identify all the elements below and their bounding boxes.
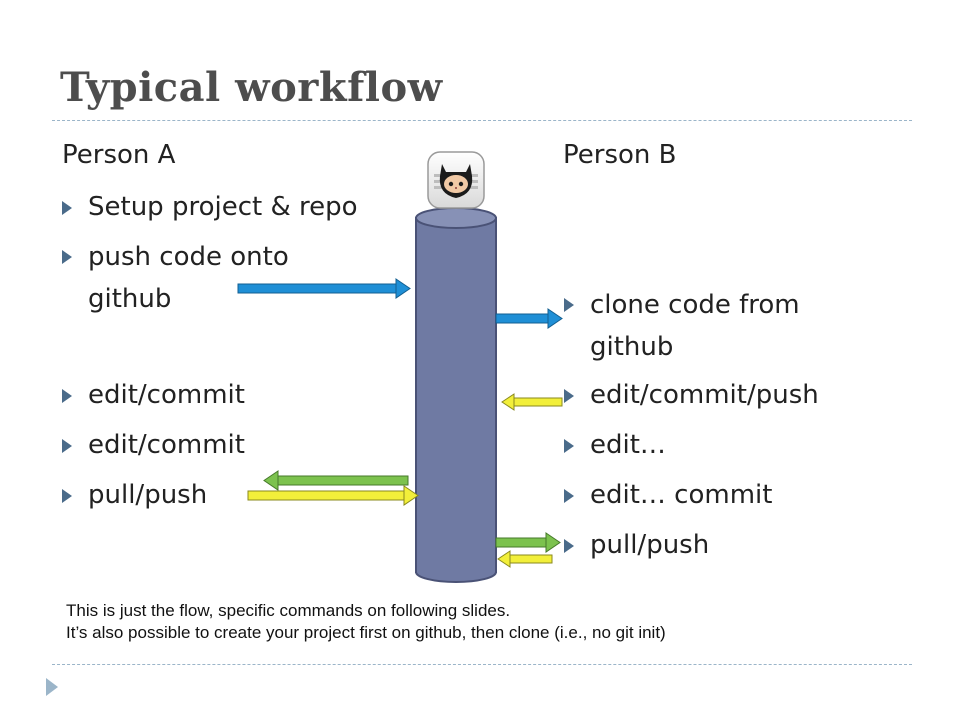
person-b-item-1: clone code from github <box>590 290 800 362</box>
footer-divider <box>52 664 912 665</box>
arrow-push-b-2 <box>497 550 553 568</box>
bullet-icon <box>564 389 574 403</box>
arrow-push-a-2 <box>247 485 419 506</box>
arrow-clone-b <box>495 308 563 329</box>
arrow-push-a <box>237 278 411 299</box>
arrow-push-b <box>501 393 563 411</box>
github-octocat-icon <box>427 151 485 209</box>
bullet-icon <box>62 489 72 503</box>
arrow-pull-b <box>495 532 561 553</box>
person-b-item-2: edit/commit/push <box>590 380 819 410</box>
person-b-item-4: edit… commit <box>590 480 773 510</box>
bullet-icon <box>62 250 72 264</box>
person-a-item-3: edit/commit <box>88 380 245 410</box>
person-a-item-2: push code onto github <box>88 242 289 314</box>
person-a-heading: Person A <box>62 140 176 170</box>
arrow-pull-a <box>263 470 409 491</box>
bullet-icon <box>564 298 574 312</box>
person-b-item-5: pull/push <box>590 530 710 560</box>
bullet-icon <box>564 489 574 503</box>
footnote: This is just the flow, specific commands… <box>66 600 666 644</box>
person-a-item-5: pull/push <box>88 480 208 510</box>
footnote-line-2: It’s also possible to create your projec… <box>66 623 666 642</box>
bullet-icon <box>62 201 72 215</box>
slide-marker-icon <box>46 678 58 696</box>
footnote-line-1: This is just the flow, specific commands… <box>66 601 511 620</box>
person-a-item-4: edit/commit <box>88 430 245 460</box>
person-b-heading: Person B <box>563 140 677 170</box>
bullet-icon <box>564 439 574 453</box>
person-a-item-1: Setup project & repo <box>88 192 358 222</box>
person-b-item-3: edit… <box>590 430 666 460</box>
slide-title: Typical workflow <box>60 64 443 111</box>
bullet-icon <box>62 439 72 453</box>
bullet-icon <box>62 389 72 403</box>
title-divider <box>52 120 912 121</box>
bullet-icon <box>564 539 574 553</box>
repo-cylinder <box>415 207 497 583</box>
